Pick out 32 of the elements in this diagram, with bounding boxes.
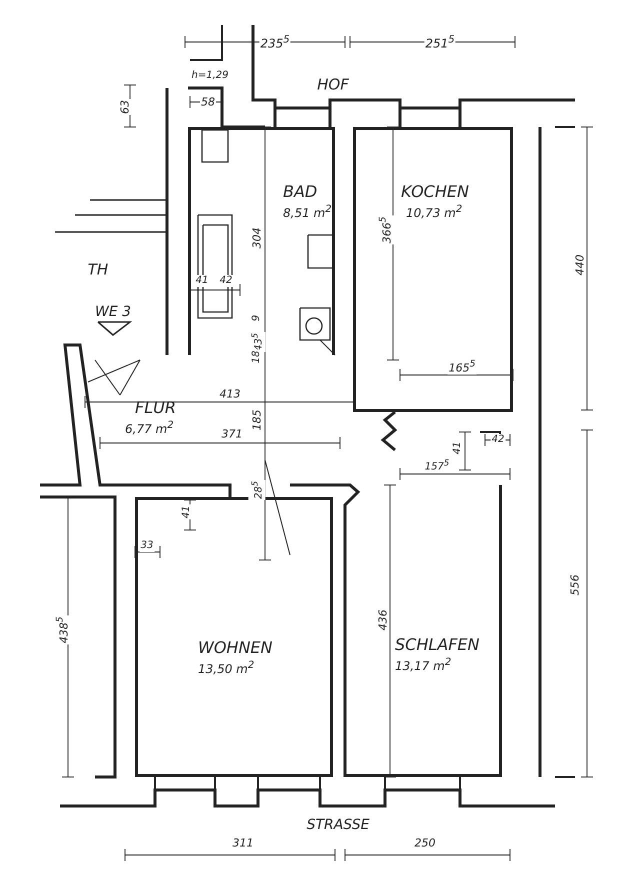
dimension-label: 556 (568, 574, 582, 596)
dimension-label: 371 (220, 428, 244, 440)
dimension-label: 42 (218, 275, 234, 287)
dimension-label: 58 (200, 96, 216, 108)
dimension-label: 33 (140, 540, 154, 552)
dimension-label: 413 (218, 388, 242, 400)
dimension-label: 311 (232, 836, 254, 850)
room-name: WOHNEN (198, 638, 272, 657)
room-area: 13,50 m$^{2}$ (198, 660, 254, 676)
dimension-label: 41 (194, 275, 210, 287)
dimension-label: 250 (414, 836, 436, 850)
room (353, 127, 513, 412)
height-note: h=1,29 (190, 70, 230, 82)
dimension-label: 304 (250, 226, 264, 250)
dimension-label: 251$^{5}$ (424, 34, 456, 50)
room-area: 6,77 m$^{2}$ (125, 420, 174, 436)
dimension-label: 63 (118, 99, 132, 115)
room-name: BAD (283, 182, 318, 201)
dimension-label: 42 (490, 434, 506, 446)
room-area: 13,17 m$^{2}$ (395, 657, 452, 673)
room-area: 10,73 m$^{2}$ (406, 204, 462, 220)
dimension-label: 440 (574, 254, 586, 276)
dimension-label: 235$^{5}$ (259, 34, 291, 50)
dimension-label: 18 (251, 350, 263, 364)
dimension-label: 165$^{5}$ (448, 358, 476, 374)
room-area: 8,51 m$^{2}$ (283, 204, 332, 220)
dimension-label: 41 (181, 504, 193, 520)
dimension-label: 185 (250, 408, 264, 432)
dimension-label: 436 (376, 608, 390, 632)
room-name: KOCHEN (401, 182, 469, 201)
room (135, 497, 333, 777)
room-name: SCHLAFEN (395, 635, 480, 654)
